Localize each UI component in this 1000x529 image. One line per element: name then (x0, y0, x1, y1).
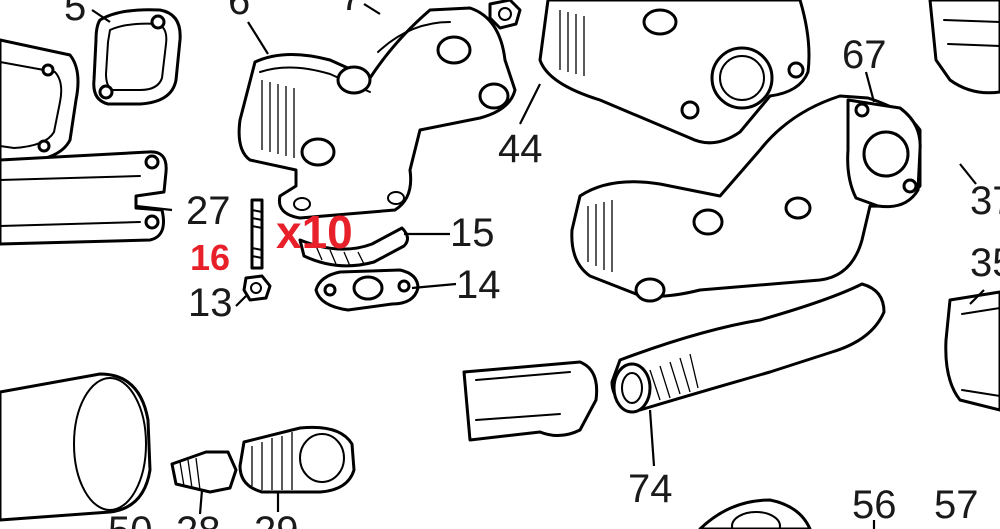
callout-50: 50 (108, 509, 153, 529)
part-44-manifold (538, 0, 811, 145)
callout-56: 56 (852, 483, 897, 527)
callout-27: 27 (186, 189, 231, 233)
part-37-edge (928, 0, 1000, 95)
part-28-fitting (170, 450, 238, 494)
part-29-gear (238, 425, 356, 494)
callout-13: 13 (188, 281, 233, 325)
part-pipe-bracket (462, 360, 599, 442)
part-56-pulley (698, 498, 812, 529)
quantity-label: x10 (276, 206, 353, 258)
callout-5: 5 (64, 0, 86, 29)
part-15-gasket-strip (298, 226, 409, 268)
callout-28: 28 (176, 509, 221, 529)
part-50-cylinder (0, 372, 152, 522)
part-13-nut (242, 274, 272, 302)
part-7-nut (488, 0, 522, 30)
part-large-gasket (0, 38, 80, 164)
part-5-flange-gasket (92, 8, 182, 106)
part-35-edge (944, 290, 1000, 412)
callout-15: 15 (450, 211, 495, 255)
callout-44: 44 (498, 127, 543, 171)
part-16-stud (250, 198, 264, 270)
part-74-hose (610, 282, 886, 414)
part-6-exhaust-manifold (237, 6, 517, 220)
callout-74: 74 (628, 467, 673, 511)
part-67-manifold-flange (570, 94, 922, 303)
callout-14: 14 (456, 263, 501, 307)
leader-lines (91, 3, 985, 529)
part-14-flange-gasket (314, 268, 420, 312)
callout-67: 67 (842, 33, 887, 77)
callout-37: 37 (970, 179, 1000, 223)
callout-57: 57 (934, 483, 979, 527)
callout-6: 6 (228, 0, 250, 23)
callout-29: 29 (254, 509, 299, 529)
callout-16: 16 (190, 237, 230, 278)
part-27-plate (0, 150, 168, 246)
callout-35: 35 (970, 241, 1000, 285)
callout-7: 7 (340, 0, 362, 19)
